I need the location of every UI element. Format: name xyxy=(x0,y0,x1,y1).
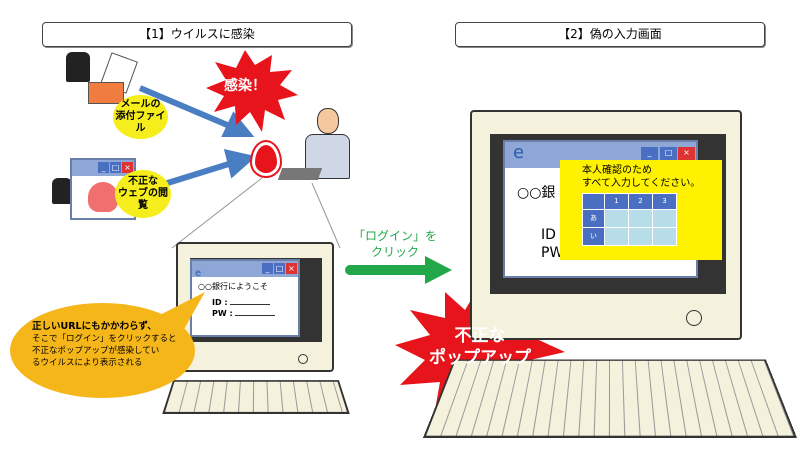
popup-table: 123 あ い xyxy=(582,193,677,246)
popup-burst-text: 不正なポップアップ xyxy=(420,325,540,369)
click-login-label: 「ログイン」をクリック xyxy=(345,228,445,260)
ie-icon: e xyxy=(505,142,524,163)
right-keyboard xyxy=(423,359,797,438)
callout-bubble: 正しいURLにもかかわらず、 そこで「ログイン」をクリックすると不正なポップアッ… xyxy=(10,303,195,398)
fake-popup: 本人確認のためすべて入力してください。 123 あ い xyxy=(560,160,722,260)
power-button xyxy=(686,310,702,326)
